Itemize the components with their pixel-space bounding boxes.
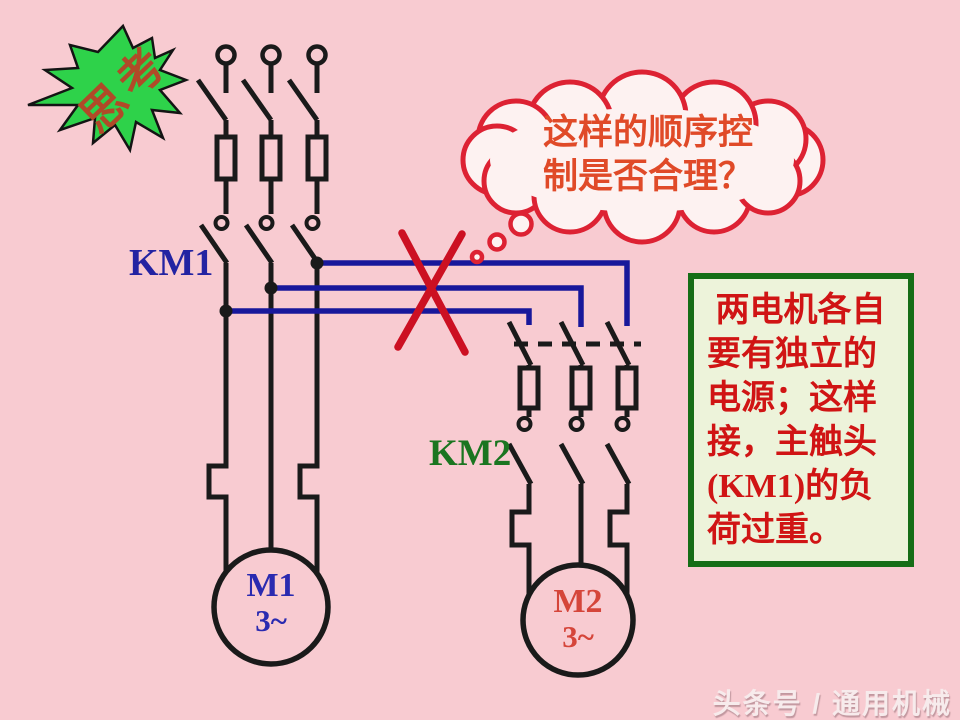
red-cross-icon [394,229,469,356]
fuse-symbol [569,365,593,411]
contact-hook-icon [516,416,533,432]
thought-bubble-line2: 制是否合理？ [542,157,753,196]
thermal-element [607,484,630,596]
km1-contact-blade [243,223,275,265]
motor1-phase: 3~ [255,603,287,638]
disconnect-blade [286,78,320,122]
contact-hook-icon [568,416,585,432]
fuse-symbol [259,134,283,182]
contact-hook-icon [258,215,275,231]
km2-contact-blade [506,442,534,486]
branch-m1 [195,44,331,667]
note-line-6: 荷过重。 [707,512,843,549]
note-line-1: 两电机各自 [707,292,886,329]
motor2-label: M2 3~ [528,583,628,653]
km1-label: KM1 [129,242,214,284]
contact-hook-icon [304,215,321,231]
note-line-2: 要有独立的 [707,336,877,373]
disconnect-blade [195,78,229,122]
thought-trail-bubble [469,249,485,265]
contact-hook-icon [614,416,631,432]
disconnect-blade [240,78,274,122]
terminal-circle-icon [215,44,237,66]
thermal-element [297,263,320,574]
thought-bubble-line1: 这样的顺序控 [542,113,753,152]
junction-dot [264,281,278,295]
terminal-circle-icon [260,44,282,66]
thought-trail-bubble [487,232,507,252]
note-line-4: 接，主触头 [707,424,877,461]
km2-contact-blade [558,442,586,486]
motor1-name: M1 [246,567,296,604]
fuse-symbol [214,134,238,182]
thought-cloud [460,69,826,245]
note-box: 两电机各自 要有独立的 电源；这样 接，主触头 (KM1)的负 荷过重。 [688,273,914,567]
motor2-phase: 3~ [562,619,594,654]
junction-dot [219,304,233,318]
note-line-5: (KM1)的负 [707,468,874,505]
fuse-symbol [517,365,541,411]
watermark: 头条号 / 通用机械 [712,688,952,719]
tap-wire [226,308,532,325]
fuse-symbol [615,365,639,411]
tap-wire [271,285,584,327]
thermal-element [509,484,532,596]
km2-label: KM2 [429,433,512,474]
thought-trail-bubble [508,211,534,237]
terminal-circle-icon [306,44,328,66]
motor1-label: M1 3~ [221,567,321,637]
thought-bubble-text: 这样的顺序控 制是否合理？ [512,111,784,199]
motor2-name: M2 [553,583,603,620]
thermal-element [206,263,229,573]
km1-contact-blade [289,223,321,265]
junction-dots [219,256,324,318]
km2-contact-blade [604,442,632,486]
cloud-body [490,108,794,212]
motor-circle [520,562,636,678]
note-line-3: 电源；这样 [707,380,877,417]
km1-contact-blade [198,223,230,265]
junction-dot [310,256,324,270]
contact-hook-icon [213,215,230,231]
thought-trail [469,211,534,265]
fuse-symbol [305,134,329,182]
starburst-icon [27,23,190,154]
branch-m2 [506,320,641,678]
motor-circle [211,547,331,667]
